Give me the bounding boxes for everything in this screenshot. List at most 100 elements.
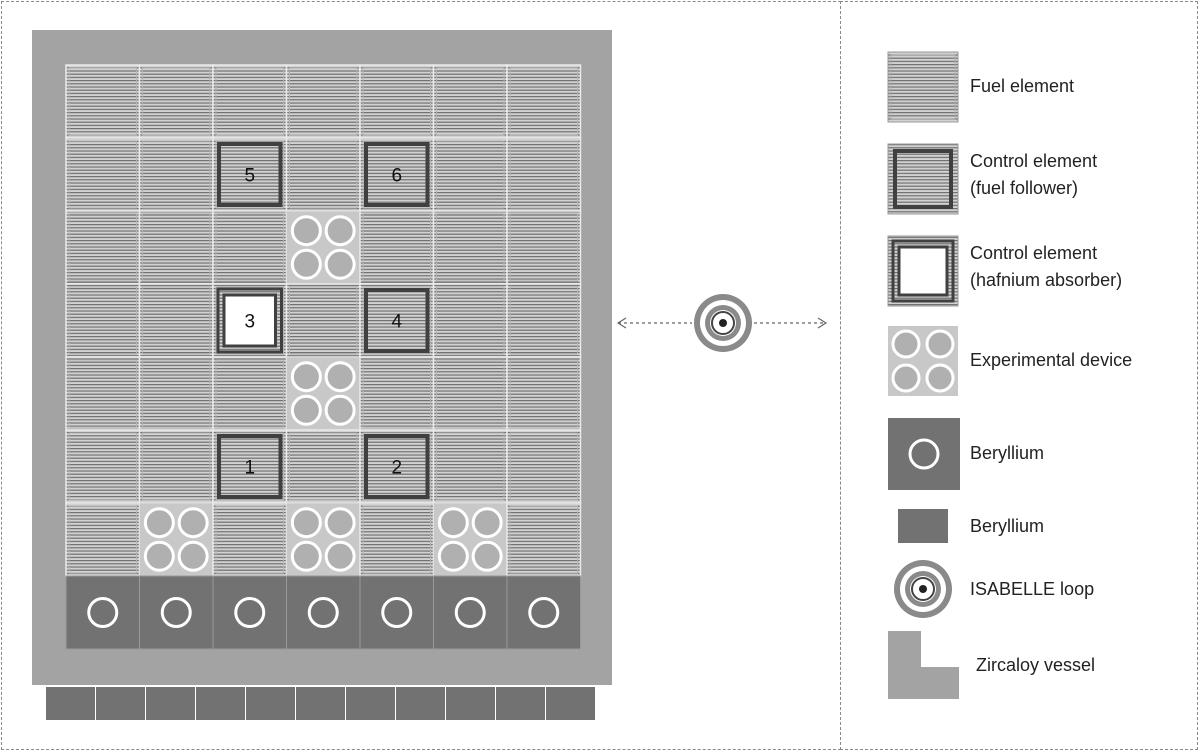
core-cell-fuel [359,64,435,139]
beryllium-hole-icon [234,597,266,628]
arrow-right-head [817,317,828,329]
legend-beryllium-hole-icon [888,418,960,490]
core-cell-fuel [212,210,288,285]
core-cell-fuel [212,64,288,139]
core-cell-fuel [65,502,141,577]
core-cell-fuel [359,502,435,577]
core-cell-fuel [285,283,361,358]
legend-fuel-icon [887,51,959,123]
core-cell-fuel [432,64,508,139]
experimental-channel [290,361,322,393]
control-rod-number: 6 [391,166,402,187]
core-cell-fuel [432,356,508,431]
arrow-left-head [616,317,627,329]
legend-experimental-icon [888,326,958,396]
core-cell-fuel [432,137,508,212]
experimental-channel [290,507,322,539]
beryllium-block [196,687,245,720]
core-cell-beryllium-hole [506,575,581,650]
legend-fuel-label: Fuel element [970,73,1074,100]
isabelle-loop-assembly [616,294,828,352]
core-cell-beryllium-hole [359,575,434,650]
beryllium-block [446,687,495,720]
beryllium-hole-icon [160,597,192,628]
core-cell-fuel [138,429,214,504]
control-rod-number: 4 [391,312,402,333]
core-cell-fuel [432,429,508,504]
core-cell-experimental [286,210,361,285]
core-cell-fuel [359,210,435,285]
core-cell-fuel [138,356,214,431]
experimental-channel [471,540,503,572]
legend-fuel-text: Fuel element [970,76,1075,96]
experimental-channel [143,507,175,539]
core-cell-beryllium-hole [65,575,140,650]
experimental-channel [324,361,356,393]
beryllium-block [296,687,345,720]
legend-control-hafnium-label: Control element (hafnium absorber) [970,240,1122,294]
core-cell-experimental [286,502,361,577]
legend-isabelle-icon [894,560,952,618]
legend-experimental-label: Experimental device [970,347,1132,374]
beryllium-hole-icon [454,597,486,628]
beryllium-block [246,687,295,720]
experimental-channel [177,507,209,539]
core-cell-fuel [285,429,361,504]
legend-zircaloy-icon [888,631,959,699]
legend-control-hafnium-line2: (hafnium absorber) [970,270,1123,290]
core-cell-experimental [433,502,508,577]
core-cell-fuel [65,210,141,285]
legend-beryllium-hole-text: Beryllium [970,443,1045,463]
control-rod-number: 1 [244,458,255,479]
core-cell-fuel [138,283,214,358]
isabelle-loop-icon [694,294,752,352]
experimental-channel [290,215,322,247]
core-cell-beryllium-hole [286,575,361,650]
legend-beryllium-block-label: Beryllium [970,513,1044,540]
core-cell-fuel [65,137,141,212]
core-cell-fuel [212,356,288,431]
core-cell-fuel [138,64,214,139]
experimental-channel [437,507,469,539]
beryllium-hole-icon [528,597,560,628]
core-cell-fuel [506,502,582,577]
core-cell-beryllium-hole [212,575,287,650]
core-cell-control-fuel: 2 [359,429,435,504]
core-cell-fuel [285,64,361,139]
core-cell-fuel [285,137,361,212]
beryllium-hole-icon [307,597,339,628]
core-cell-fuel [359,356,435,431]
beryllium-block [546,687,595,720]
core-cell-control-fuel: 4 [359,283,435,358]
legend-icons [887,51,960,699]
experimental-channel [177,540,209,572]
experimental-channel [471,507,503,539]
beryllium-block [346,687,395,720]
core-cell-fuel [65,64,141,139]
core-cell-fuel [506,283,582,358]
core-cell-control-fuel: 5 [212,137,288,212]
experimental-channel [324,540,356,572]
core-cell-fuel [506,137,582,212]
experimental-channel [290,394,322,426]
core-cell-control-fuel: 1 [212,429,288,504]
beryllium-hole-icon [87,597,119,628]
core-cell-fuel [506,356,582,431]
control-rod-number: 3 [244,312,255,333]
beryllium-hole-icon [381,597,413,628]
beryllium-block [146,687,195,720]
legend-control-fuel-line1: Control element [970,151,1098,171]
core-cell-experimental [286,356,361,431]
experimental-channel [143,540,175,572]
core-cell-control-hafnium: 3 [212,283,288,358]
core-cell-fuel [65,356,141,431]
core-cell-fuel [506,64,582,139]
beryllium-block [96,687,145,720]
core-cell-fuel [432,210,508,285]
core-cell-fuel [65,429,141,504]
control-rod-number: 2 [391,458,402,479]
experimental-channel [437,540,469,572]
core-cell-fuel [138,137,214,212]
control-rod-number: 5 [244,166,255,187]
